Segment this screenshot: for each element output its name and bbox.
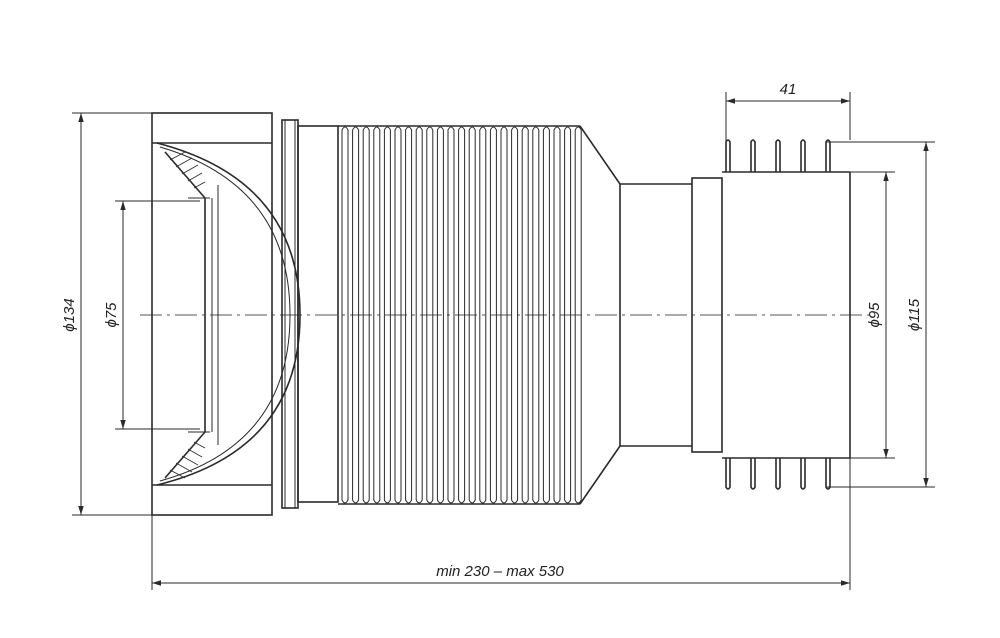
corrugation-rib [341, 126, 349, 504]
reducer-cone [579, 125, 692, 505]
sealing-fin [750, 139, 756, 490]
overall-length-label: min 230 – max 530 [436, 563, 564, 580]
sealing-fin [800, 139, 806, 490]
corrugation-rib [511, 126, 519, 504]
corrugation-rib [362, 126, 370, 504]
inlet-socket [151, 112, 301, 516]
corrugation-rib [521, 126, 529, 504]
corrugation-rib [500, 126, 508, 504]
corrugation-rib [436, 126, 444, 504]
corrugation-rib [553, 126, 561, 504]
corrugation-rib [415, 126, 423, 504]
corrugation-rib [383, 126, 391, 504]
corrugation-rib [468, 126, 476, 504]
outlet-width-label: 41 [780, 81, 797, 98]
corrugation-rib [532, 126, 540, 504]
collar-rings [281, 119, 339, 509]
inlet-inner-diameter-label: ϕ75 [103, 302, 120, 328]
corrugation-rib [426, 126, 434, 504]
extension-lines [72, 92, 935, 590]
inlet-outer-diameter-label: ϕ134 [61, 298, 78, 331]
corrugated-hose [338, 125, 582, 505]
corrugation-rib [373, 126, 381, 504]
sealing-fin [775, 139, 781, 490]
outlet-inner-diameter-label: ϕ95 [866, 302, 883, 328]
corrugation-rib [405, 126, 413, 504]
corrugation-rib [394, 126, 402, 504]
corrugation-rib [564, 126, 572, 504]
outlet-outer-diameter-label: ϕ115 [906, 298, 923, 331]
dimension-lines [78, 98, 929, 586]
corrugation-rib [489, 126, 497, 504]
corrugation-rib [447, 126, 455, 504]
corrugation-rib [352, 126, 360, 504]
corrugation-rib [479, 126, 487, 504]
corrugation-rib [458, 126, 466, 504]
corrugation-rib [574, 126, 582, 504]
corrugation-rib [542, 126, 550, 504]
